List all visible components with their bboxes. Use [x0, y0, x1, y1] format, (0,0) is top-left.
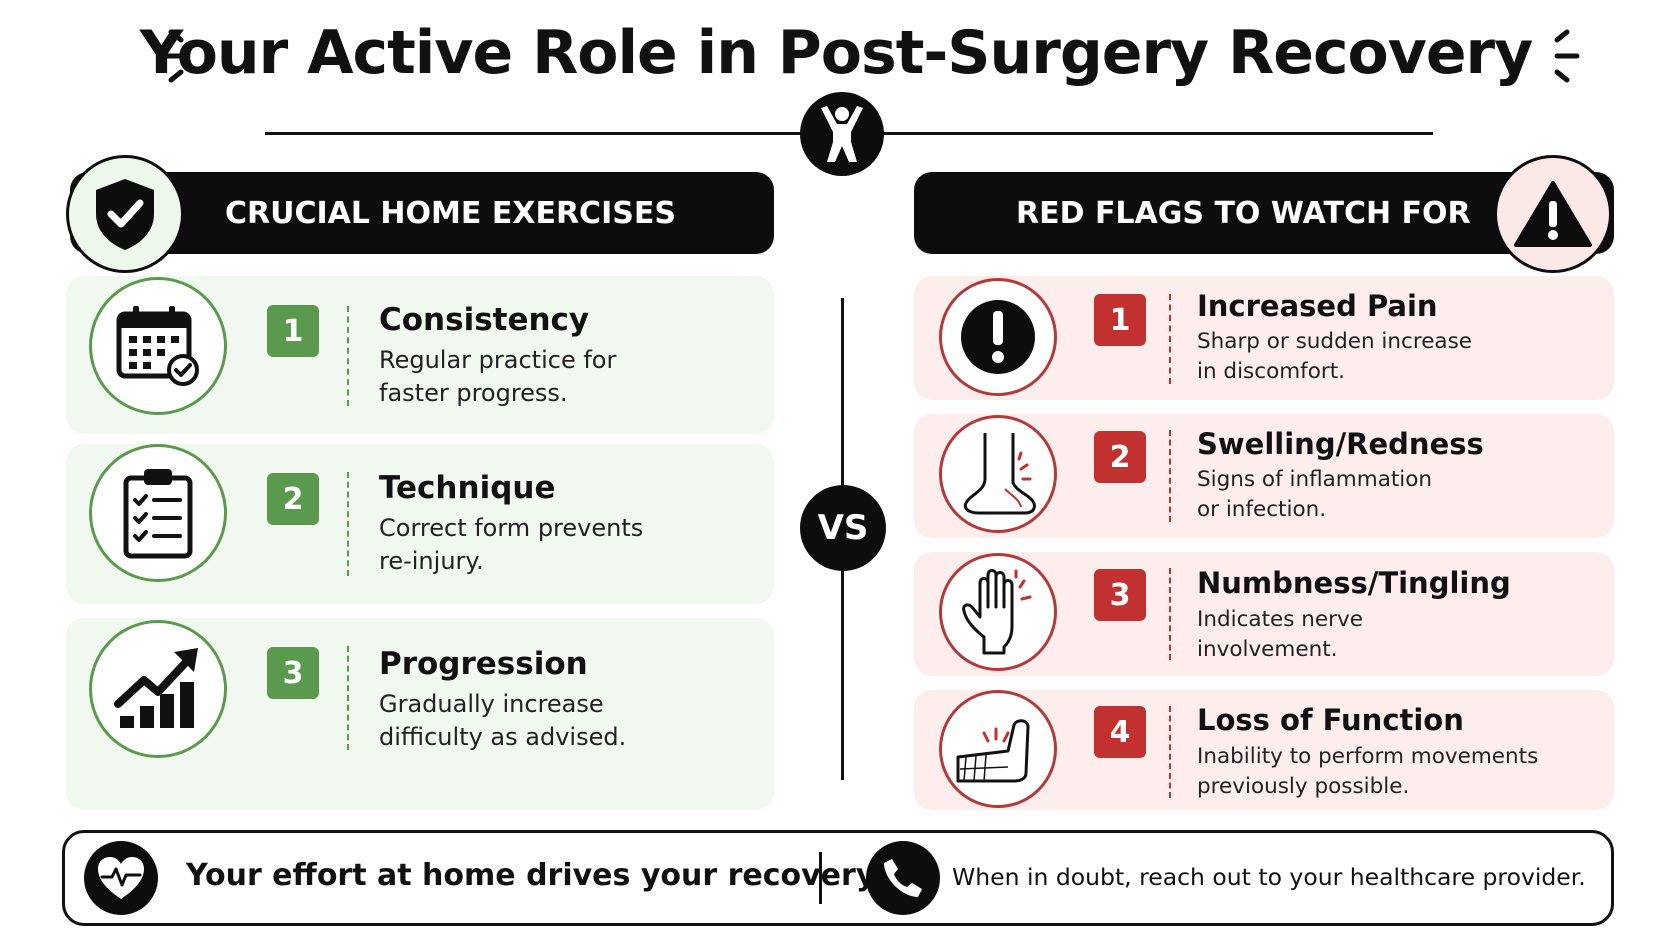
- swollen-ankle-icon: [963, 433, 1036, 515]
- calendar-check-icon: [116, 306, 199, 386]
- redflag-icon-ring-1: [939, 278, 1057, 396]
- exercise-dash-3: [347, 646, 349, 750]
- redflag-title-2: Swelling/Redness: [1197, 427, 1484, 461]
- footer-banner: [62, 830, 1614, 926]
- person-cheering-icon: [821, 106, 863, 162]
- exercise-dash-2: [347, 472, 349, 576]
- right-section-heading: RED FLAGS TO WATCH FOR: [1016, 195, 1471, 231]
- left-section-header: CRUCIAL HOME EXERCISES: [70, 172, 774, 254]
- page-title: Your Active Role in Post-Surgery Recover…: [139, 18, 1533, 88]
- redflag-number-2: 2: [1094, 431, 1146, 483]
- vs-badge: VS: [800, 485, 886, 571]
- exercise-icon-ring-2: [89, 444, 227, 582]
- exercise-number-3: 3: [267, 647, 319, 699]
- title-medal: [800, 92, 884, 176]
- heart-pulse-icon: [98, 857, 144, 899]
- burst-left-icon: [158, 29, 184, 83]
- exercise-title-3: Progression: [379, 646, 588, 682]
- redflag-title-4: Loss of Function: [1197, 703, 1464, 737]
- left-section-badge: [66, 155, 184, 273]
- exercise-title-1: Consistency: [379, 302, 590, 338]
- redflag-icon-ring-4: [939, 690, 1057, 808]
- redflag-number-3: 3: [1094, 569, 1146, 621]
- exercise-number-1: 1: [267, 305, 319, 357]
- injured-arm-icon: [956, 719, 1030, 783]
- exercise-number-2: 2: [267, 473, 319, 525]
- exercise-title-2: Technique: [379, 470, 556, 506]
- left-section-heading: CRUCIAL HOME EXERCISES: [225, 195, 676, 231]
- shield-check-icon: [96, 179, 154, 250]
- redflag-number-1: 1: [1094, 294, 1146, 346]
- footer-separator: [819, 852, 822, 904]
- exercise-icon-ring-3: [89, 620, 227, 758]
- redflag-title-3: Numbness/Tingling: [1197, 566, 1511, 600]
- redflag-dash-4: [1169, 706, 1171, 798]
- tingling-hand-icon: [962, 569, 1032, 655]
- footer-left-icon-circle: [84, 841, 158, 915]
- burst-right-icon: [1554, 29, 1580, 83]
- exercise-dash-1: [347, 306, 349, 406]
- footer-right-icon-circle: [866, 841, 940, 915]
- right-section-badge: [1494, 155, 1612, 273]
- footer-left-text: Your effort at home drives your recovery…: [186, 858, 885, 893]
- redflag-icon-ring-2: [939, 415, 1057, 533]
- exclamation-icon: [961, 300, 1035, 374]
- redflag-dash-1: [1169, 294, 1171, 384]
- redflag-dash-2: [1169, 430, 1171, 522]
- right-section-header: RED FLAGS TO WATCH FOR: [914, 172, 1614, 254]
- redflag-title-1: Increased Pain: [1197, 289, 1438, 323]
- clipboard-checklist-icon: [123, 469, 193, 559]
- exercise-icon-ring-1: [89, 277, 227, 415]
- redflag-number-4: 4: [1094, 706, 1146, 758]
- phone-icon: [884, 859, 922, 897]
- growth-chart-icon: [114, 648, 198, 728]
- warning-triangle-icon: [1514, 181, 1592, 247]
- footer-right-text: When in doubt, reach out to your healthc…: [952, 863, 1586, 891]
- redflag-icon-ring-3: [939, 553, 1057, 671]
- redflag-dash-3: [1169, 568, 1171, 660]
